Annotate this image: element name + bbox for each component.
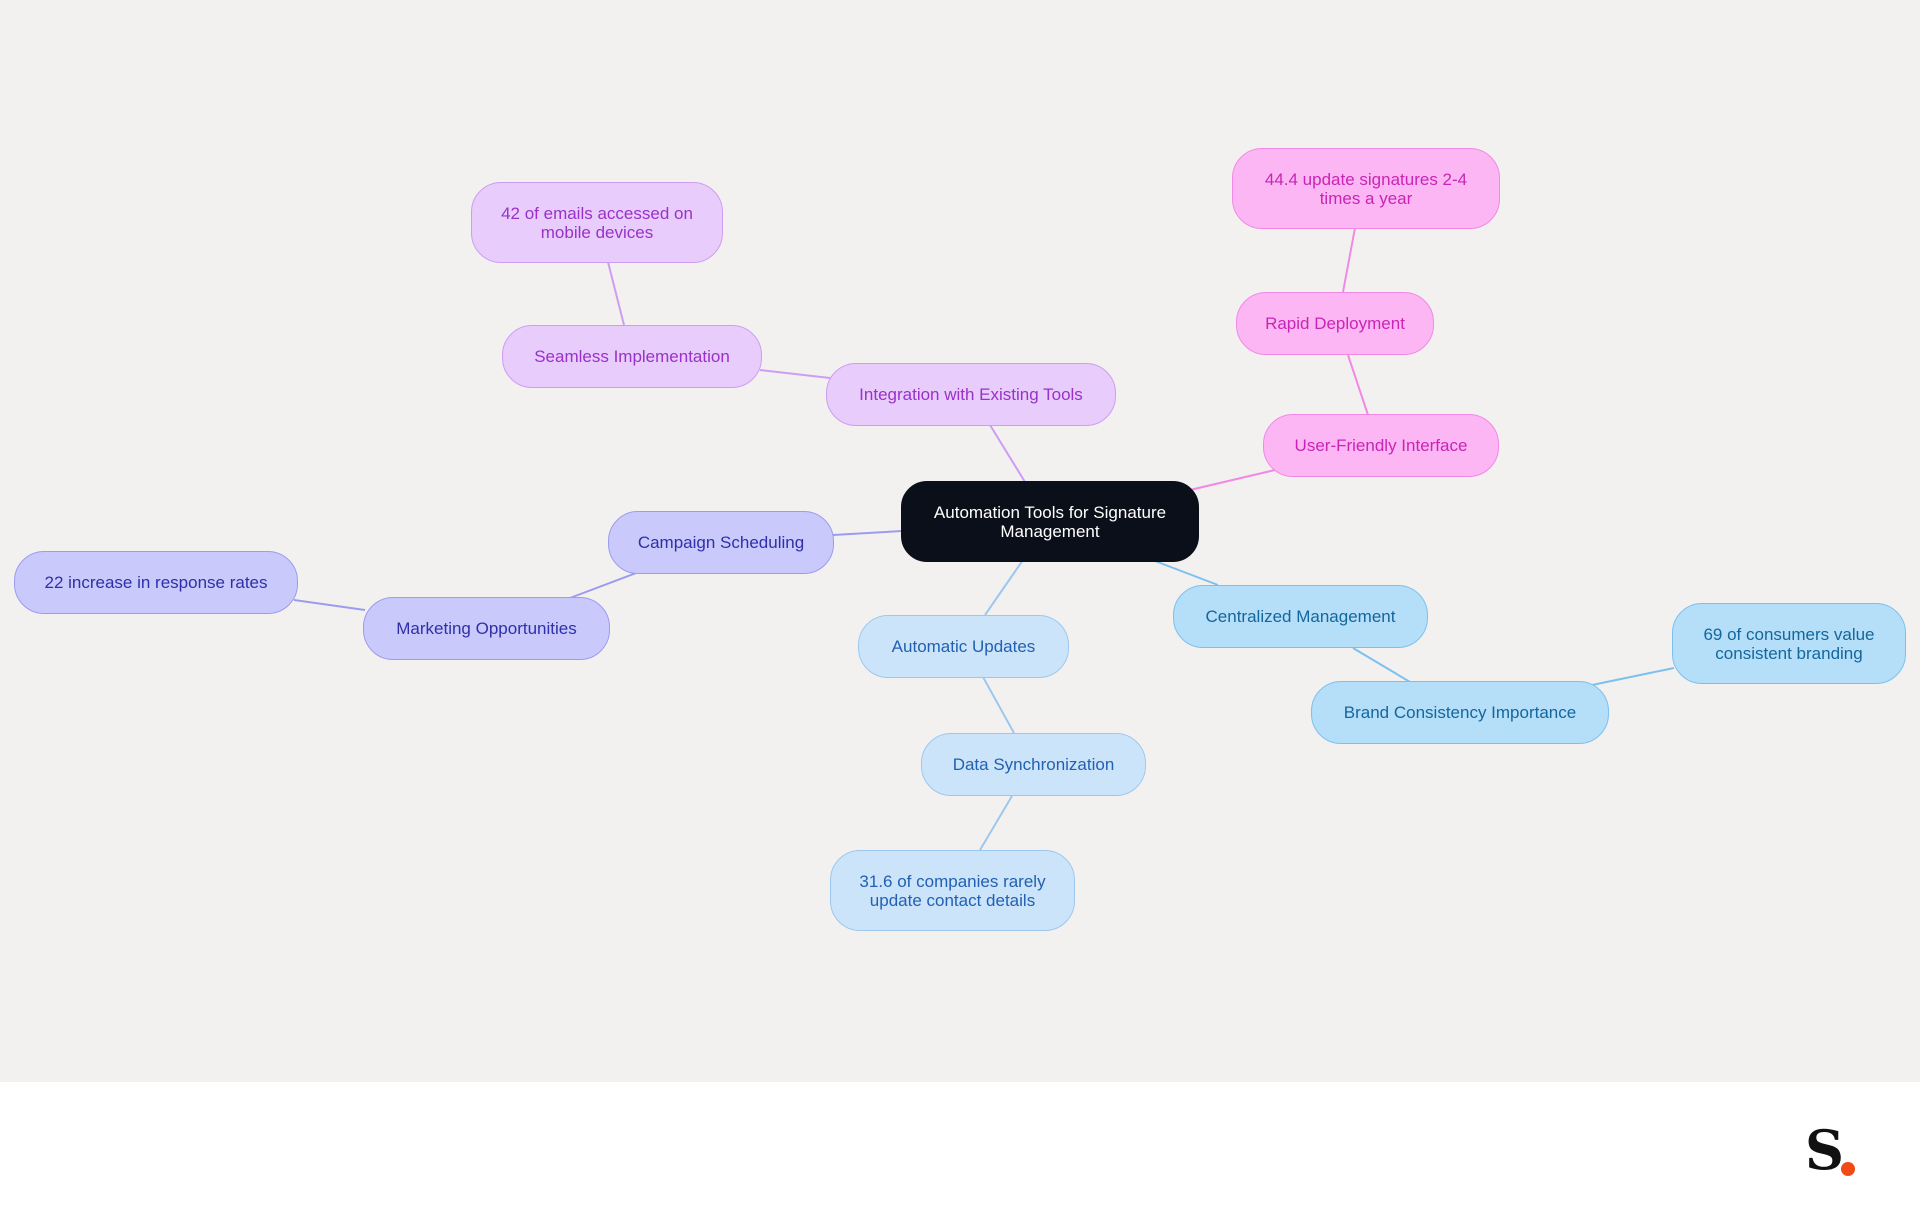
edge-root-integration: [989, 424, 1026, 483]
node-integration-with-existing-tools[interactable]: Integration with Existing Tools: [826, 363, 1116, 426]
edge-rapid-update: [1342, 227, 1356, 293]
edge-root-userfriendly: [1189, 469, 1276, 491]
node-rapid-deployment[interactable]: Rapid Deployment: [1236, 292, 1434, 355]
edge-automatic-datasync: [982, 676, 1015, 734]
node-data-synchronization[interactable]: Data Synchronization: [921, 733, 1146, 796]
edge-seamless-mobile: [607, 261, 625, 326]
mindmap-canvas: Automation Tools for Signature Managemen…: [0, 0, 1920, 1082]
node-automatic-updates[interactable]: Automatic Updates: [858, 615, 1069, 678]
node-seamless-implementation[interactable]: Seamless Implementation: [502, 325, 762, 388]
edge-brand-consumers: [1591, 667, 1675, 686]
edge-root-campaign: [832, 530, 903, 536]
node-marketing-opportunities[interactable]: Marketing Opportunities: [363, 597, 610, 660]
root-node[interactable]: Automation Tools for Signature Managemen…: [901, 481, 1199, 562]
node-contact-details-stat[interactable]: 31.6 of companies rarely update contact …: [830, 850, 1075, 931]
edge-root-automatic: [984, 559, 1024, 616]
edge-root-centralized: [1154, 560, 1219, 586]
edge-datasync-companies: [979, 795, 1013, 851]
logo-letter: S: [1805, 1118, 1844, 1182]
node-centralized-management[interactable]: Centralized Management: [1173, 585, 1428, 648]
edge-campaign-marketing: [569, 572, 637, 599]
logo-dot-icon: [1841, 1162, 1855, 1176]
node-brand-consistency-importance[interactable]: Brand Consistency Importance: [1311, 681, 1609, 744]
brand-logo: S: [1805, 1120, 1865, 1180]
edge-marketing-response: [293, 599, 366, 611]
connector-lines: [293, 227, 1675, 851]
node-user-friendly-interface[interactable]: User-Friendly Interface: [1263, 414, 1499, 477]
edge-integration-seamless: [759, 369, 831, 379]
node-response-rate-stat[interactable]: 22 increase in response rates: [14, 551, 298, 614]
edge-centralized-brand: [1352, 647, 1411, 683]
edge-userfriendly-rapid: [1347, 354, 1369, 416]
node-campaign-scheduling[interactable]: Campaign Scheduling: [608, 511, 834, 574]
footer-bar: [0, 1082, 1920, 1215]
node-consistent-branding-stat[interactable]: 69 of consumers value consistent brandin…: [1672, 603, 1906, 684]
node-signature-update-stat[interactable]: 44.4 update signatures 2-4 times a year: [1232, 148, 1500, 229]
node-mobile-emails-stat[interactable]: 42 of emails accessed on mobile devices: [471, 182, 723, 263]
